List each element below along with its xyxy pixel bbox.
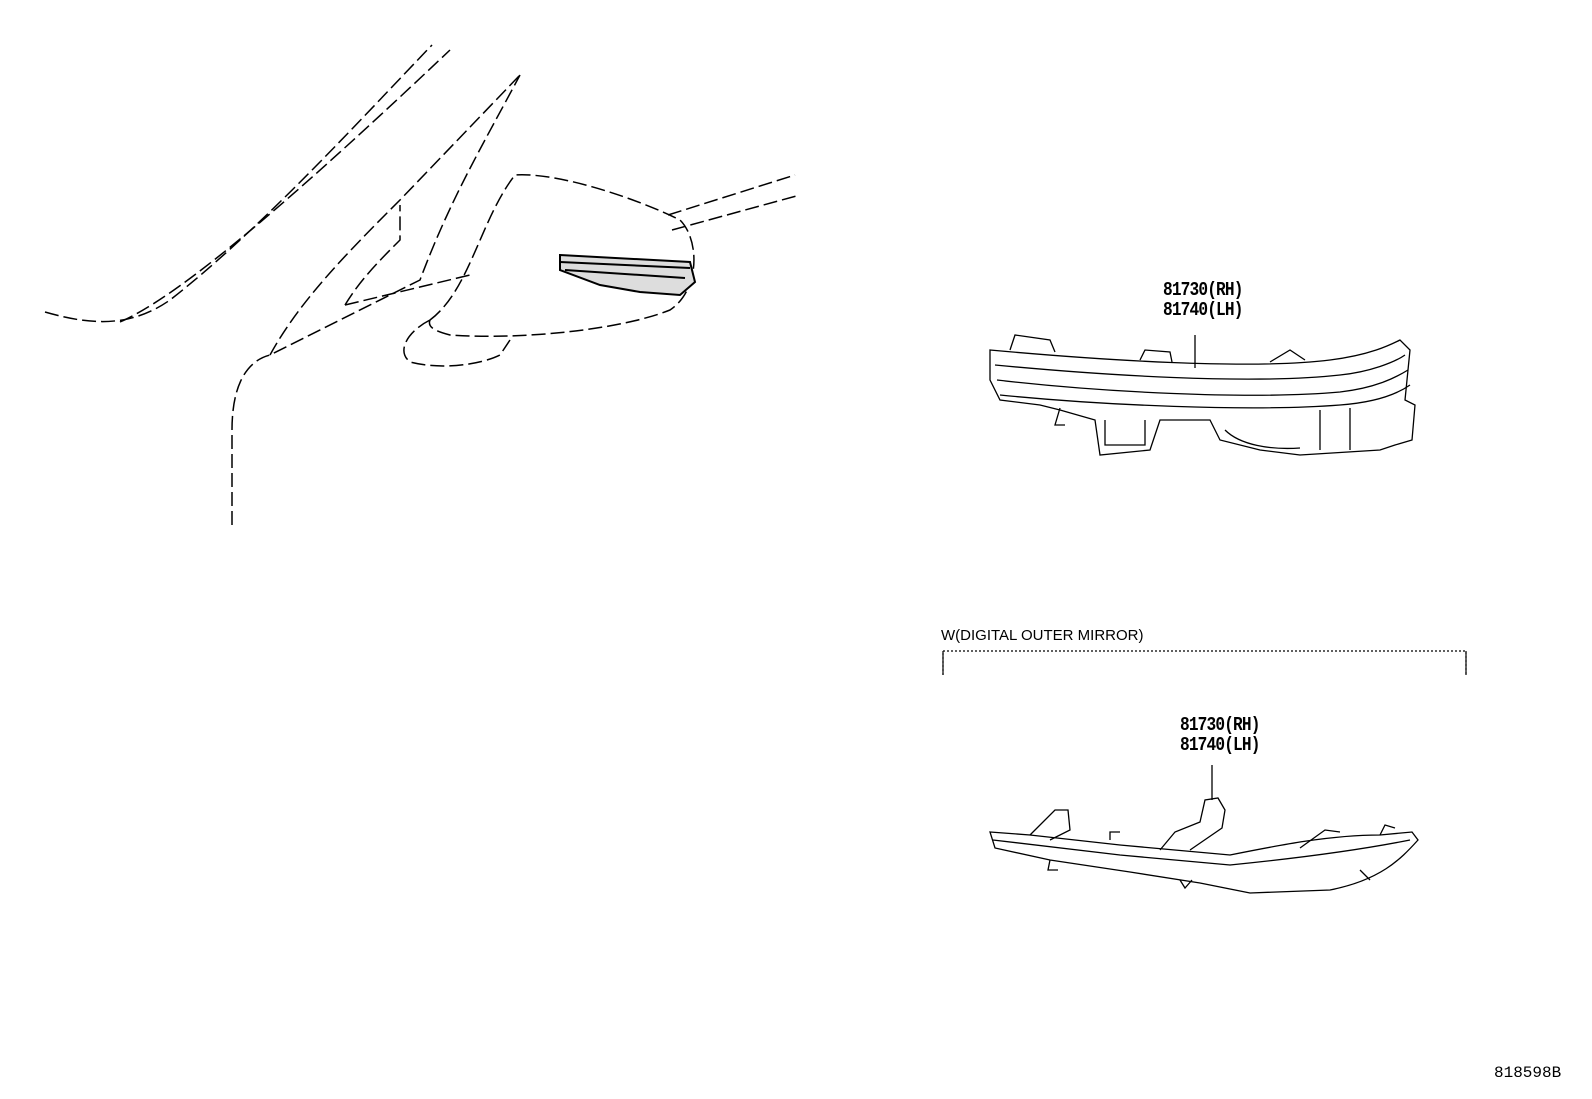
part-number-lh: 81740(LH) (1180, 734, 1260, 756)
illustration-code: 818598B (1494, 1064, 1562, 1082)
turn-lamp-part-digital-mirror (989, 765, 1419, 894)
part-number-rh: 81730(RH) (1180, 714, 1260, 736)
part-callout-2: 81730(RH) 81740(LH) (1180, 715, 1260, 755)
part-callout-1: 81730(RH) 81740(LH) (1163, 280, 1243, 320)
vehicle-body-outline (44, 44, 801, 525)
outer-mirror (403, 174, 695, 367)
mirror-turn-lamp-installed (559, 253, 697, 297)
part-number-lh: 81740(LH) (1163, 299, 1243, 321)
part-number-rh: 81730(RH) (1163, 279, 1243, 301)
turn-lamp-part-standard (989, 334, 1416, 456)
variant-note: W(DIGITAL OUTER MIRROR) (941, 627, 1144, 644)
variant-bracket (942, 650, 1467, 675)
